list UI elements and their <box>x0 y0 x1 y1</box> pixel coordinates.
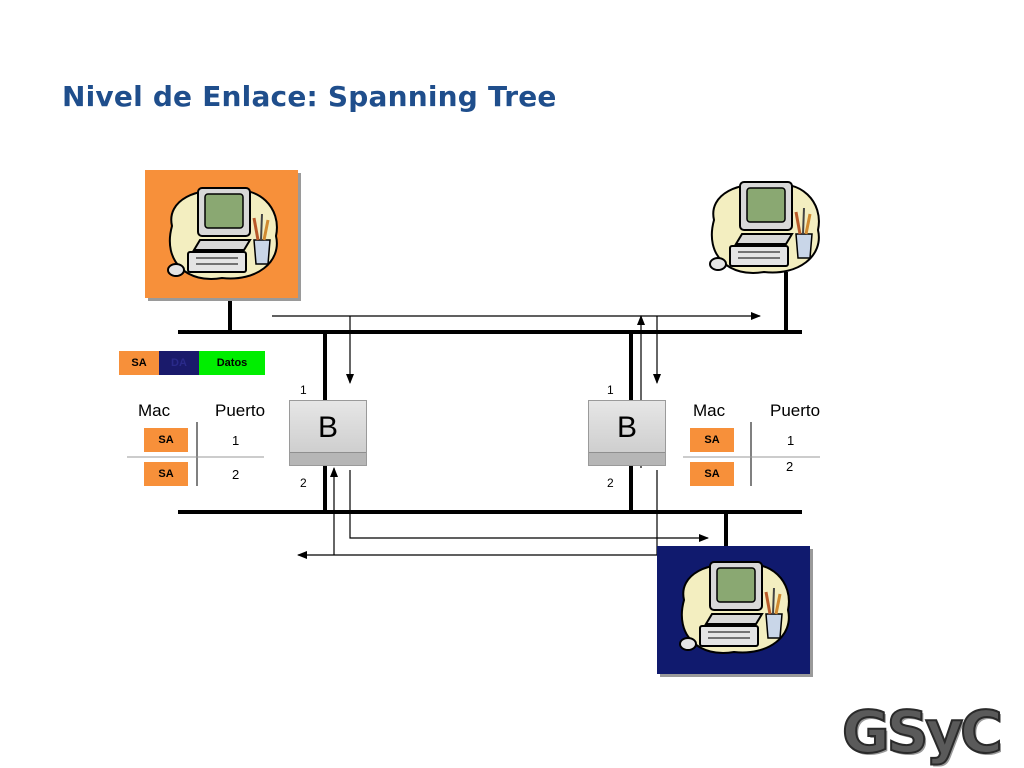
bridge-label: B <box>616 411 637 444</box>
table-right-row-2-mac: SA <box>690 462 734 486</box>
table-left-row-2-mac: SA <box>144 462 188 486</box>
frame-destination-address: DA <box>159 351 199 375</box>
table-left-header-mac: Mac <box>138 401 171 420</box>
arrow-bridge1-out <box>349 470 709 542</box>
table-left-row-2-port: 2 <box>232 467 240 482</box>
bridge-1-port-top: 1 <box>300 383 307 397</box>
table-right-row-1-port: 1 <box>787 433 795 448</box>
bridge-base <box>290 452 366 465</box>
table-right-row-1-mac: SA <box>690 428 734 452</box>
computer-icon <box>679 561 790 654</box>
computer-icon <box>167 187 278 280</box>
computer-icon <box>709 181 820 274</box>
table-right-row-2-port: 2 <box>786 459 794 474</box>
bridge-1: B <box>289 400 367 466</box>
bridge-base <box>589 452 665 465</box>
table-left-row-1-mac: SA <box>144 428 188 452</box>
table-left-header-port: Puerto <box>215 401 266 420</box>
bridge-2: B <box>588 400 666 466</box>
table-right-header-port: Puerto <box>770 401 821 420</box>
bridge-2-port-top: 1 <box>607 383 614 397</box>
page-title: Nivel de Enlace: Spanning Tree <box>62 80 557 113</box>
bridge-2-port-bottom: 2 <box>607 476 614 490</box>
table-right-header-mac: Mac <box>693 401 726 420</box>
gsyc-logo: GSyC <box>841 697 1004 767</box>
bridge-label: B <box>317 411 338 444</box>
ethernet-frame: SA DA Datos <box>119 351 265 375</box>
table-left-row-1-port: 1 <box>232 433 240 448</box>
frame-source-address: SA <box>119 351 159 375</box>
bridge-1-port-bottom: 2 <box>300 476 307 490</box>
frame-payload: Datos <box>199 351 265 375</box>
